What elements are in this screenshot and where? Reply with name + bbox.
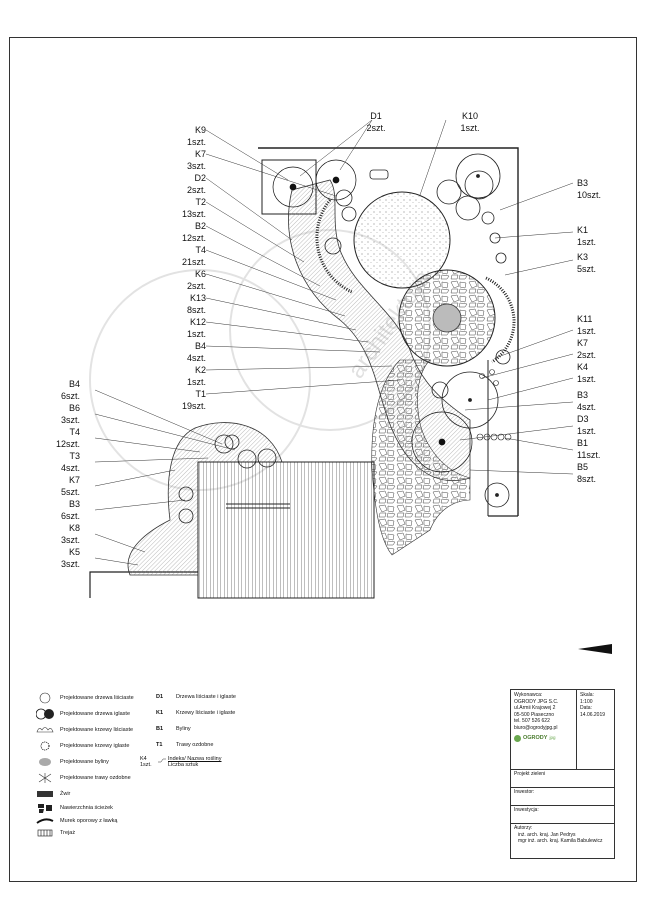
conifer-tree-icon bbox=[36, 708, 54, 720]
contractor-line: tel. 507 526 622 bbox=[514, 718, 550, 724]
grass-icon bbox=[38, 773, 52, 783]
stone-path bbox=[371, 359, 471, 556]
author-line: mgr inż. arch. kraj. Kamila Babulewicz bbox=[518, 838, 603, 844]
legend: Projektowane drzewa liściaste Projektowa… bbox=[36, 690, 456, 840]
legend-item: Projektowane drzewa iglaste bbox=[36, 708, 130, 720]
title-block: Wykonawca: OGRODY JPG S.C. ul.Armii Kraj… bbox=[510, 689, 615, 859]
watermark-logo bbox=[89, 229, 431, 491]
path-surface-icon bbox=[38, 804, 52, 813]
legend-item: Projektowane krzewy liściaste bbox=[36, 724, 133, 736]
trellis-arc-2 bbox=[485, 276, 516, 364]
legend-item: Nawierzchnia ścieżek bbox=[36, 802, 113, 814]
contractor-line: ul.Armii Krajowej 2 bbox=[514, 705, 556, 711]
drawing-sheet-border bbox=[9, 37, 637, 882]
authors-cell: Autorzy: inż. arch. kraj. Jan Pedrys mgr… bbox=[511, 823, 614, 862]
contractor-heading: Wykonawca: bbox=[514, 692, 543, 698]
contractor-cell: Wykonawca: OGRODY JPG S.C. ul.Armii Kraj… bbox=[511, 690, 577, 769]
plot-boundary-line bbox=[258, 147, 519, 516]
leader-lines bbox=[94, 119, 574, 566]
investor-cell: Inwestor: bbox=[511, 787, 614, 808]
scale-date-cell: Skala: 1:100 Data: 14.06.2019 bbox=[577, 690, 614, 769]
trellis-icon bbox=[37, 829, 53, 837]
legend-item: Projektowane drzewa liściaste bbox=[36, 692, 134, 704]
project-cell: Projekt zieleni bbox=[511, 769, 614, 790]
legend-item: Trejaż bbox=[36, 827, 75, 839]
shrub-group bbox=[178, 170, 511, 524]
contractor-line: biuro@ogrodyjpg.pl bbox=[514, 724, 558, 731]
deciduous-tree-icon bbox=[39, 692, 51, 704]
legend-item: Murek oporowy z ławką bbox=[36, 815, 117, 827]
date-value: 14.06.2019 bbox=[580, 711, 606, 718]
authors-heading: Autorzy: bbox=[514, 825, 533, 831]
perennial-icon bbox=[39, 758, 51, 766]
investment-cell: Inwestycja: bbox=[511, 805, 614, 826]
scale-value: 1:100 bbox=[580, 698, 593, 705]
legend-item: Projektowane trawy ozdobne bbox=[36, 772, 131, 784]
perennial-row bbox=[476, 369, 512, 441]
deciduous-tree-icon bbox=[436, 153, 510, 508]
lower-bed bbox=[127, 422, 283, 576]
retaining-wall-icon bbox=[36, 818, 54, 824]
legend-item: Projektowane byliny bbox=[36, 756, 109, 768]
legend-item: Żwir bbox=[36, 788, 70, 800]
author-line: inż. arch. kraj. Jan Pedrys bbox=[518, 831, 576, 838]
conifer-tree-icon bbox=[272, 159, 473, 473]
scale-heading: Skala: bbox=[580, 692, 594, 698]
gravel-icon bbox=[37, 791, 53, 797]
conifer-shrub-icon bbox=[40, 741, 50, 751]
deciduous-shrub-icon bbox=[36, 727, 54, 733]
contractor-line: OGRODY JPG S.C. bbox=[514, 698, 559, 705]
wooden-deck bbox=[197, 461, 375, 599]
contractor-line: 05-500 Piaseczno bbox=[514, 711, 555, 718]
date-heading: Data: bbox=[580, 705, 592, 711]
legend-item: Projektowane krzewy iglaste bbox=[36, 740, 129, 752]
north-arrow-icon bbox=[578, 644, 612, 654]
gravel-circle bbox=[353, 191, 451, 289]
